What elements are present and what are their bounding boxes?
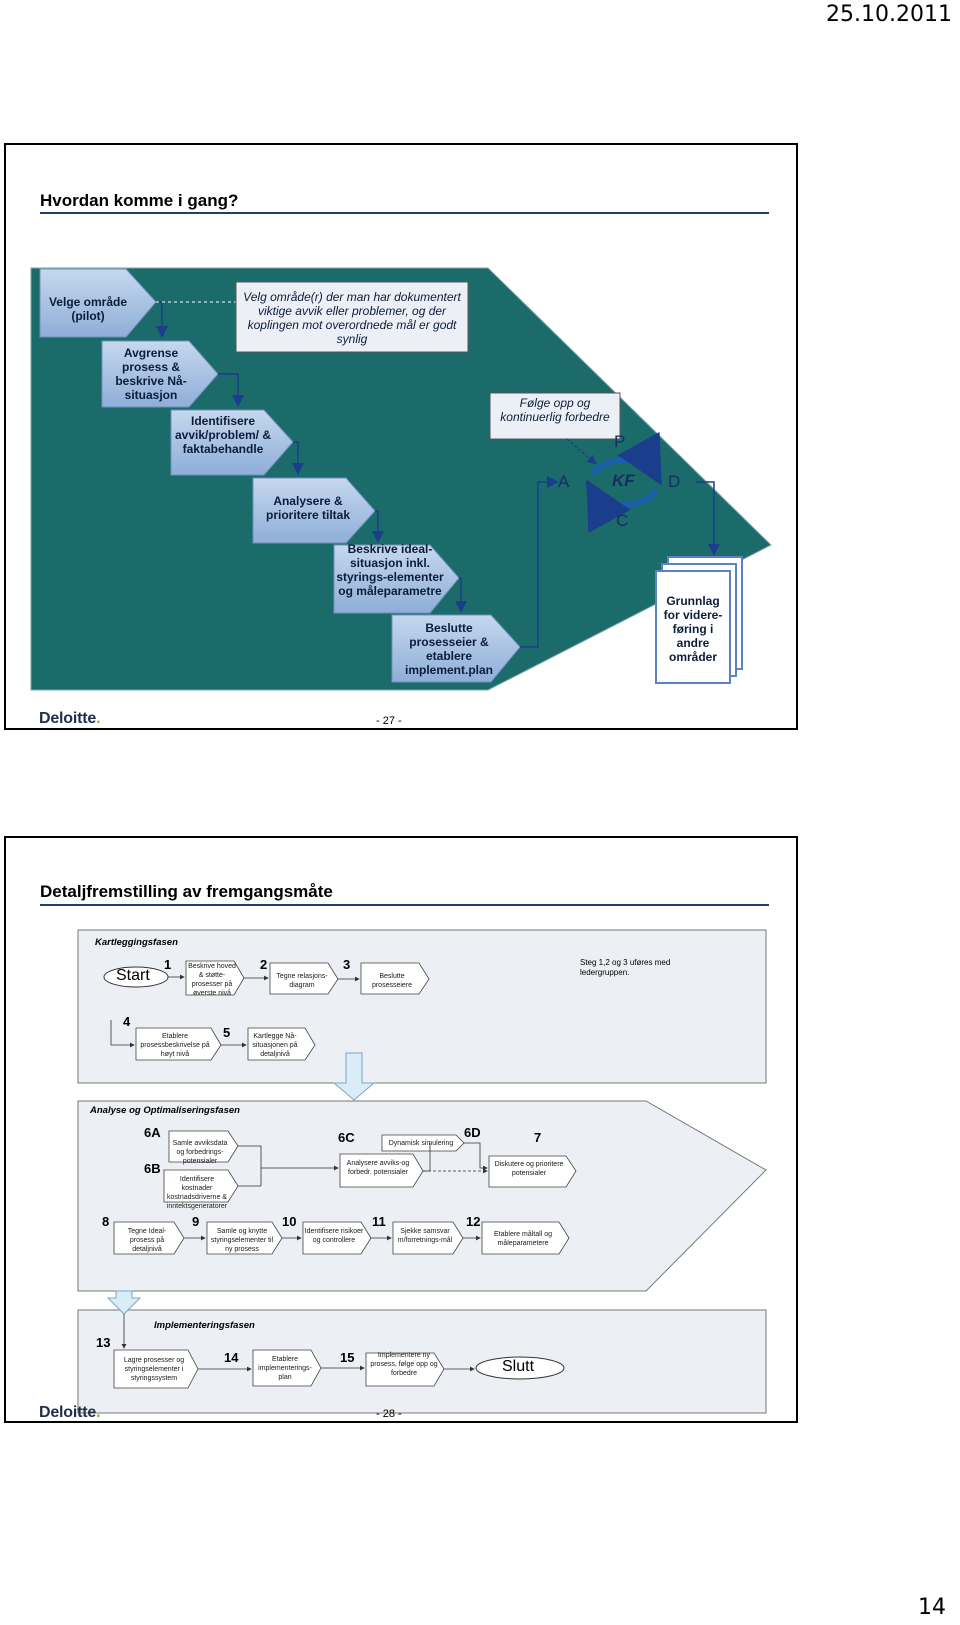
step-5-label: Beskrive ideal-situasjon inkl. styrings-… [336, 542, 444, 598]
step-3-label: Identifisere avvik/problem/ & faktabehan… [174, 414, 272, 456]
step-text-15: Implementere ny prosess, følge opp og fo… [370, 1352, 438, 1377]
phase-arrow-1 [332, 1052, 376, 1101]
step-num-6d: 6D [464, 1125, 481, 1140]
end-label: Slutt [502, 1358, 535, 1375]
phase-1-note: Steg 1,2 og 3 uføres med ledergruppen. [580, 958, 671, 977]
result-text: Grunnlag for videre-føring i andre områd… [663, 594, 723, 664]
step-1-shape [39, 268, 157, 338]
step-text-5: Kartlegge Nå-situasjonen på detaljnivå [252, 1033, 298, 1058]
step-num-2: 2 [260, 957, 268, 972]
step-1-label: Velge område (pilot) [48, 295, 128, 323]
step-num-7: 7 [534, 1130, 542, 1145]
step-num-15: 15 [340, 1350, 355, 1365]
step-text-7: Diskutere og prioritere potensialer [494, 1161, 564, 1177]
step-num-10: 10 [282, 1214, 297, 1229]
step-num-5: 5 [223, 1025, 231, 1040]
cycle-arrow-bottom [586, 479, 659, 534]
phase-1-label: Kartleggingsfasen [95, 937, 178, 948]
step-num-8: 8 [102, 1214, 110, 1229]
step-text-10: Identifisere risikoer og controllere [304, 1228, 364, 1244]
note-box-text: Velg område(r) der man har dokumentert v… [243, 290, 461, 346]
step-text-4: Etablere prosessbeskrivelse på høyt nivå [140, 1033, 210, 1058]
step-6-shape [391, 614, 521, 683]
slide-27: Hvordan komme i gang? [4, 143, 798, 730]
step-num-9: 9 [192, 1214, 200, 1229]
step-text-2: Tegne relasjons-diagram [276, 973, 328, 989]
step-num-6a: 6A [144, 1125, 161, 1140]
note-box-shape [235, 281, 469, 353]
step-num-3: 3 [343, 957, 351, 972]
step-num-4: 4 [123, 1014, 131, 1029]
process-diagram [30, 267, 772, 691]
step-4-label: Analysere & prioritere tiltak [265, 494, 351, 522]
step-2-label: Avgrense prosess & beskrive Nå-situasjon [115, 346, 187, 402]
step-4-shape [252, 477, 376, 544]
step-text-6a: Samle avviksdata og forbedrings-potensia… [172, 1140, 228, 1165]
step-text-8: Tegne Ideal-prosess på detaljnivå [127, 1228, 167, 1253]
step-text-3: Beslutte prosesseiere [371, 973, 413, 989]
step-num-6c: 6C [338, 1130, 355, 1145]
header-date: 25.10.2011 [826, 2, 952, 27]
step-num-14: 14 [224, 1350, 239, 1365]
slide-number: - 28 - [376, 1408, 402, 1420]
step-num-11: 11 [372, 1214, 386, 1229]
step-6-label: Beslutte prosesseier & etablere implemen… [404, 621, 493, 677]
step-num-1: 1 [164, 957, 172, 972]
step-3-shape [170, 409, 294, 476]
step-text-6c: Analysere avviks-og forbedr. potensialer [346, 1160, 410, 1176]
cycle-p: P [614, 432, 626, 451]
step-text-6b: Identifisere kostnader kostnadsdriverne … [166, 1176, 228, 1210]
step-text-9: Samle og knytte styringselementer til ny… [210, 1228, 274, 1253]
step-text-13: Lagre prosesser og styringselementer i s… [123, 1357, 185, 1382]
slide-title: Hvordan komme i gang? [40, 191, 239, 210]
step-num-6b: 6B [144, 1161, 161, 1176]
step-text-sim: Dynamisk simulering [388, 1140, 454, 1147]
step-text-12: Etablere måltall og måleparametere [494, 1231, 552, 1247]
title-rule [40, 212, 769, 214]
slide-28: Detaljfremstilling av fremgangsmåte [4, 836, 798, 1423]
step-2-shape [101, 340, 219, 408]
cycle-d: D [668, 472, 681, 491]
detail-diagram [77, 929, 767, 1414]
step-num-13: 13 [96, 1335, 111, 1350]
slide-number: - 27 - [376, 715, 402, 727]
follow-box-shape [489, 392, 621, 440]
end-oval [475, 1356, 565, 1380]
deloitte-logo: Deloitte. [39, 1404, 101, 1421]
phase-2-label: Analyse og Optimaliseringsfasen [90, 1105, 240, 1116]
step-5-shape [333, 544, 460, 614]
phase-3-label: Implementeringsfasen [154, 1320, 255, 1331]
cycle-center: KF [612, 471, 635, 490]
title-rule [40, 904, 769, 906]
start-label: Start [116, 967, 150, 984]
cycle-c: C [616, 511, 629, 530]
deloitte-logo: Deloitte. [39, 710, 101, 727]
cycle-arrow-top [589, 431, 662, 486]
step-text-1: Beskrive hoved & støtte-prosesser på øve… [188, 963, 236, 997]
follow-box-text: Følge opp og kontinuerlig forbedre [500, 396, 610, 424]
slide-title: Detaljfremstilling av fremgangsmåte [40, 882, 333, 901]
step-text-11: Sjekke samsvar m/forretnings-mål [397, 1228, 453, 1244]
phase-arrow-2 [106, 1290, 142, 1315]
result-doc-front [655, 570, 731, 684]
page-number: 14 [918, 1595, 946, 1620]
cycle-a: A [558, 472, 570, 491]
step-num-12: 12 [466, 1214, 481, 1229]
step-text-14: Etablere implementerings-plan [258, 1356, 312, 1381]
